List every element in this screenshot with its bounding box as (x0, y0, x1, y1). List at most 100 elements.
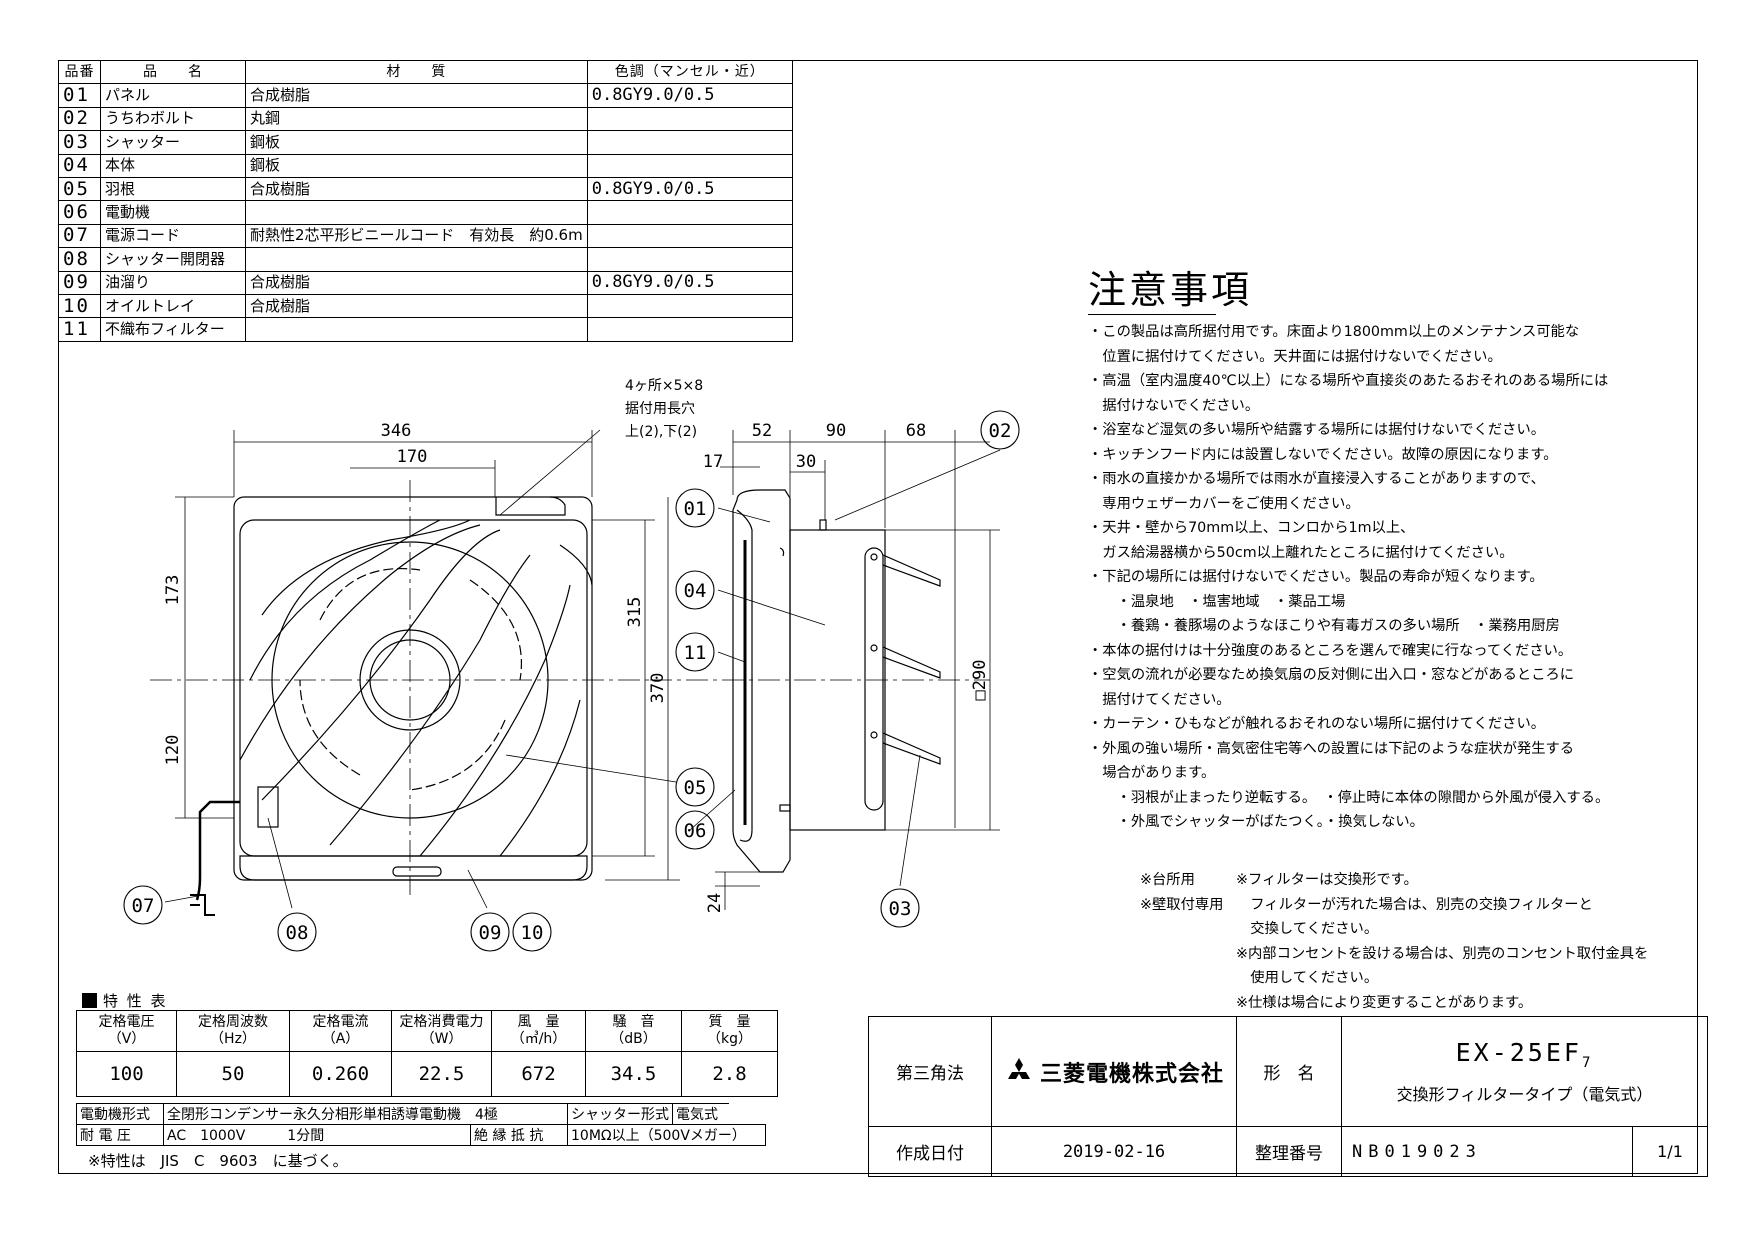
dim-170: 170 (397, 447, 428, 467)
part-name: オイルトレイ (100, 293, 246, 319)
note-line: 据付けてください。 (1088, 691, 1231, 708)
spec-header-cell: 定格電圧（V） (76, 1010, 177, 1052)
fan-blades (299, 568, 522, 791)
model-desc: 交換形フィルタータイプ（電気式） (1396, 1085, 1653, 1104)
dim-290: □290 (970, 660, 990, 701)
dim-30: 30 (796, 452, 816, 472)
footnote-label (1140, 966, 1236, 991)
spec-heading-text: 特 性 表 (103, 992, 168, 1010)
side-panel-profile (732, 489, 791, 873)
callout-number: 08 (286, 922, 309, 944)
part-material: 合成樹脂 (245, 270, 588, 295)
note-line: ・温泉地 ・塩害地域 ・薬品工場 (1088, 593, 1346, 610)
part-name: 本体 (100, 153, 246, 178)
shutter-blades (882, 554, 941, 765)
shutter-frame (864, 547, 884, 811)
part-no: 08 (58, 247, 101, 272)
footnote-row: ※仕様は場合により変更することがあります。 (1140, 991, 1648, 1016)
part-name: 不織布フィルター (100, 317, 246, 342)
footnote-row: ※内部コンセントを設ける場合は、別売のコンセント取付金具を (1140, 942, 1648, 967)
part-color (586, 247, 793, 272)
notes-body: ・この製品は高所据付用です。床面より1800mm以上のメンテナンス可能な 位置に… (1088, 320, 1688, 835)
dim-68: 68 (906, 421, 926, 441)
note-line: ・羽根が止まったり逆転する。 ・停止時に本体の隙間から外風が侵入する。 (1088, 789, 1610, 806)
part-color (586, 293, 793, 319)
cord-plug (190, 894, 215, 916)
spec-table: 定格電圧（V）定格周波数（Hz）定格電流（A） 定格消費電力（W） 風 量（㎥/h）… (76, 1010, 778, 1097)
spec-value-cell: 22.5 (391, 1051, 492, 1097)
callout-number: 05 (684, 777, 707, 799)
spec-header-line2: （V） (107, 1031, 146, 1047)
spec-value-cell: 50 (176, 1051, 290, 1097)
notes-title: 注意事項 (1088, 268, 1253, 312)
drawing-no-label: 整理番号 (1236, 1126, 1342, 1177)
part-no: 11 (58, 317, 101, 342)
note-line: ・養鶏・養豚場のようなほこりや有毒ガスの多い場所 ・業務用厨房 (1088, 618, 1560, 634)
insulation-value: 10MΩ以上（500Vメガー） (567, 1124, 766, 1146)
oil-tray-handle (392, 866, 442, 877)
dim-17: 17 (703, 452, 723, 472)
part-color: 0.8GY9.0/0.5 (586, 176, 793, 202)
part-color: 0.8GY9.0/0.5 (586, 83, 793, 108)
drawing-number: NB019023 (1341, 1126, 1633, 1177)
callout-number: 10 (521, 922, 544, 944)
spec-header-line1: 定格消費電力 (399, 1014, 484, 1030)
spec-header-line1: 定格電流 (312, 1014, 369, 1030)
note-line: ・高温（室内温度40℃以上）になる場所や直接炎のあたるおそれのある場所には (1088, 373, 1609, 389)
callout-number: 02 (989, 420, 1012, 442)
dim-173: 173 (163, 575, 183, 606)
model-cell: EX-25EF7 交換形フィルタータイプ（電気式） (1341, 1016, 1708, 1127)
part-name: シャッター開閉器 (100, 247, 246, 272)
footnote-row: ※台所用※フィルターは交換形です。 (1140, 868, 1648, 893)
callout-02: 02 (980, 410, 1020, 450)
model-sub: 7 (1581, 1055, 1594, 1071)
spec-header-line2: （dB） (610, 1031, 657, 1047)
part-material: 鋼板 (245, 153, 588, 178)
callout-number: 06 (684, 820, 707, 842)
model-label: 形 名 (1236, 1016, 1342, 1127)
spec-header-row: 定格電圧（V）定格周波数（Hz）定格電流（A） 定格消費電力（W） 風 量（㎥/h）… (76, 1010, 778, 1052)
front-panel-outer (233, 496, 593, 881)
parts-table-header: 品番 品 名 材 質 色調（マンセル・近） (58, 59, 793, 85)
date-value: 2019-02-16 (991, 1126, 1237, 1177)
note-line: ・外風の強い場所・高気密住宅等への設置には下記のような症状が発生する (1088, 740, 1575, 757)
callout-08: 08 (277, 912, 317, 952)
spec-header-cell: 定格周波数（Hz） (176, 1010, 290, 1052)
spec-note: ※特性は JIS C 9603 に基づく。 (88, 1152, 348, 1170)
note-line: ・浴室など湿気の多い場所や結露する場所には据付けないでください。 (1088, 422, 1546, 438)
note-line: ガス給湯器横から50cm以上離れたところに据付けてください。 (1088, 544, 1514, 561)
projection-label: 第三角法 (868, 1016, 992, 1127)
shutter-switch-box (257, 786, 279, 828)
callout-number: 07 (132, 895, 155, 917)
footnote-label: ※台所用 (1140, 872, 1195, 888)
side-bracket (559, 544, 593, 586)
spec-header-line2: （W） (420, 1031, 463, 1047)
maker-name: 三菱電機株式会社 (1039, 1061, 1224, 1087)
callout-01: 01 (675, 488, 715, 528)
callout-number: 09 (479, 922, 502, 944)
sheet-number: 1/1 (1632, 1126, 1708, 1177)
note-line: ・下記の場所には据付けないでください。製品の寿命が短くなります。 (1088, 569, 1544, 585)
mount-note-3: 上(2),下(2) (625, 424, 697, 440)
spec-header-cell: 風 量（㎥/h） (491, 1010, 586, 1052)
footnotes: ※台所用※フィルターは交換形です。※壁取付専用 フィルターが汚れた場合は、別売の… (1140, 868, 1648, 1015)
dim-315: 315 (625, 597, 645, 628)
callout-10: 10 (512, 912, 552, 952)
spec-header-cell: 定格電流（A） (289, 1010, 392, 1052)
callout-11: 11 (675, 632, 715, 672)
note-line: 位置に据付けてください。天井面には据付けないでください。 (1088, 348, 1502, 365)
part-material: 鋼板 (245, 130, 588, 155)
mount-note-1: 4ヶ所×5×8 (625, 378, 703, 394)
footnote-text: 使用してください。 (1236, 970, 1379, 986)
withstand-value: AC 1000V 1分間 (163, 1124, 471, 1146)
three-diamonds-logo-icon (1007, 1057, 1030, 1079)
side-front-face (736, 509, 753, 842)
